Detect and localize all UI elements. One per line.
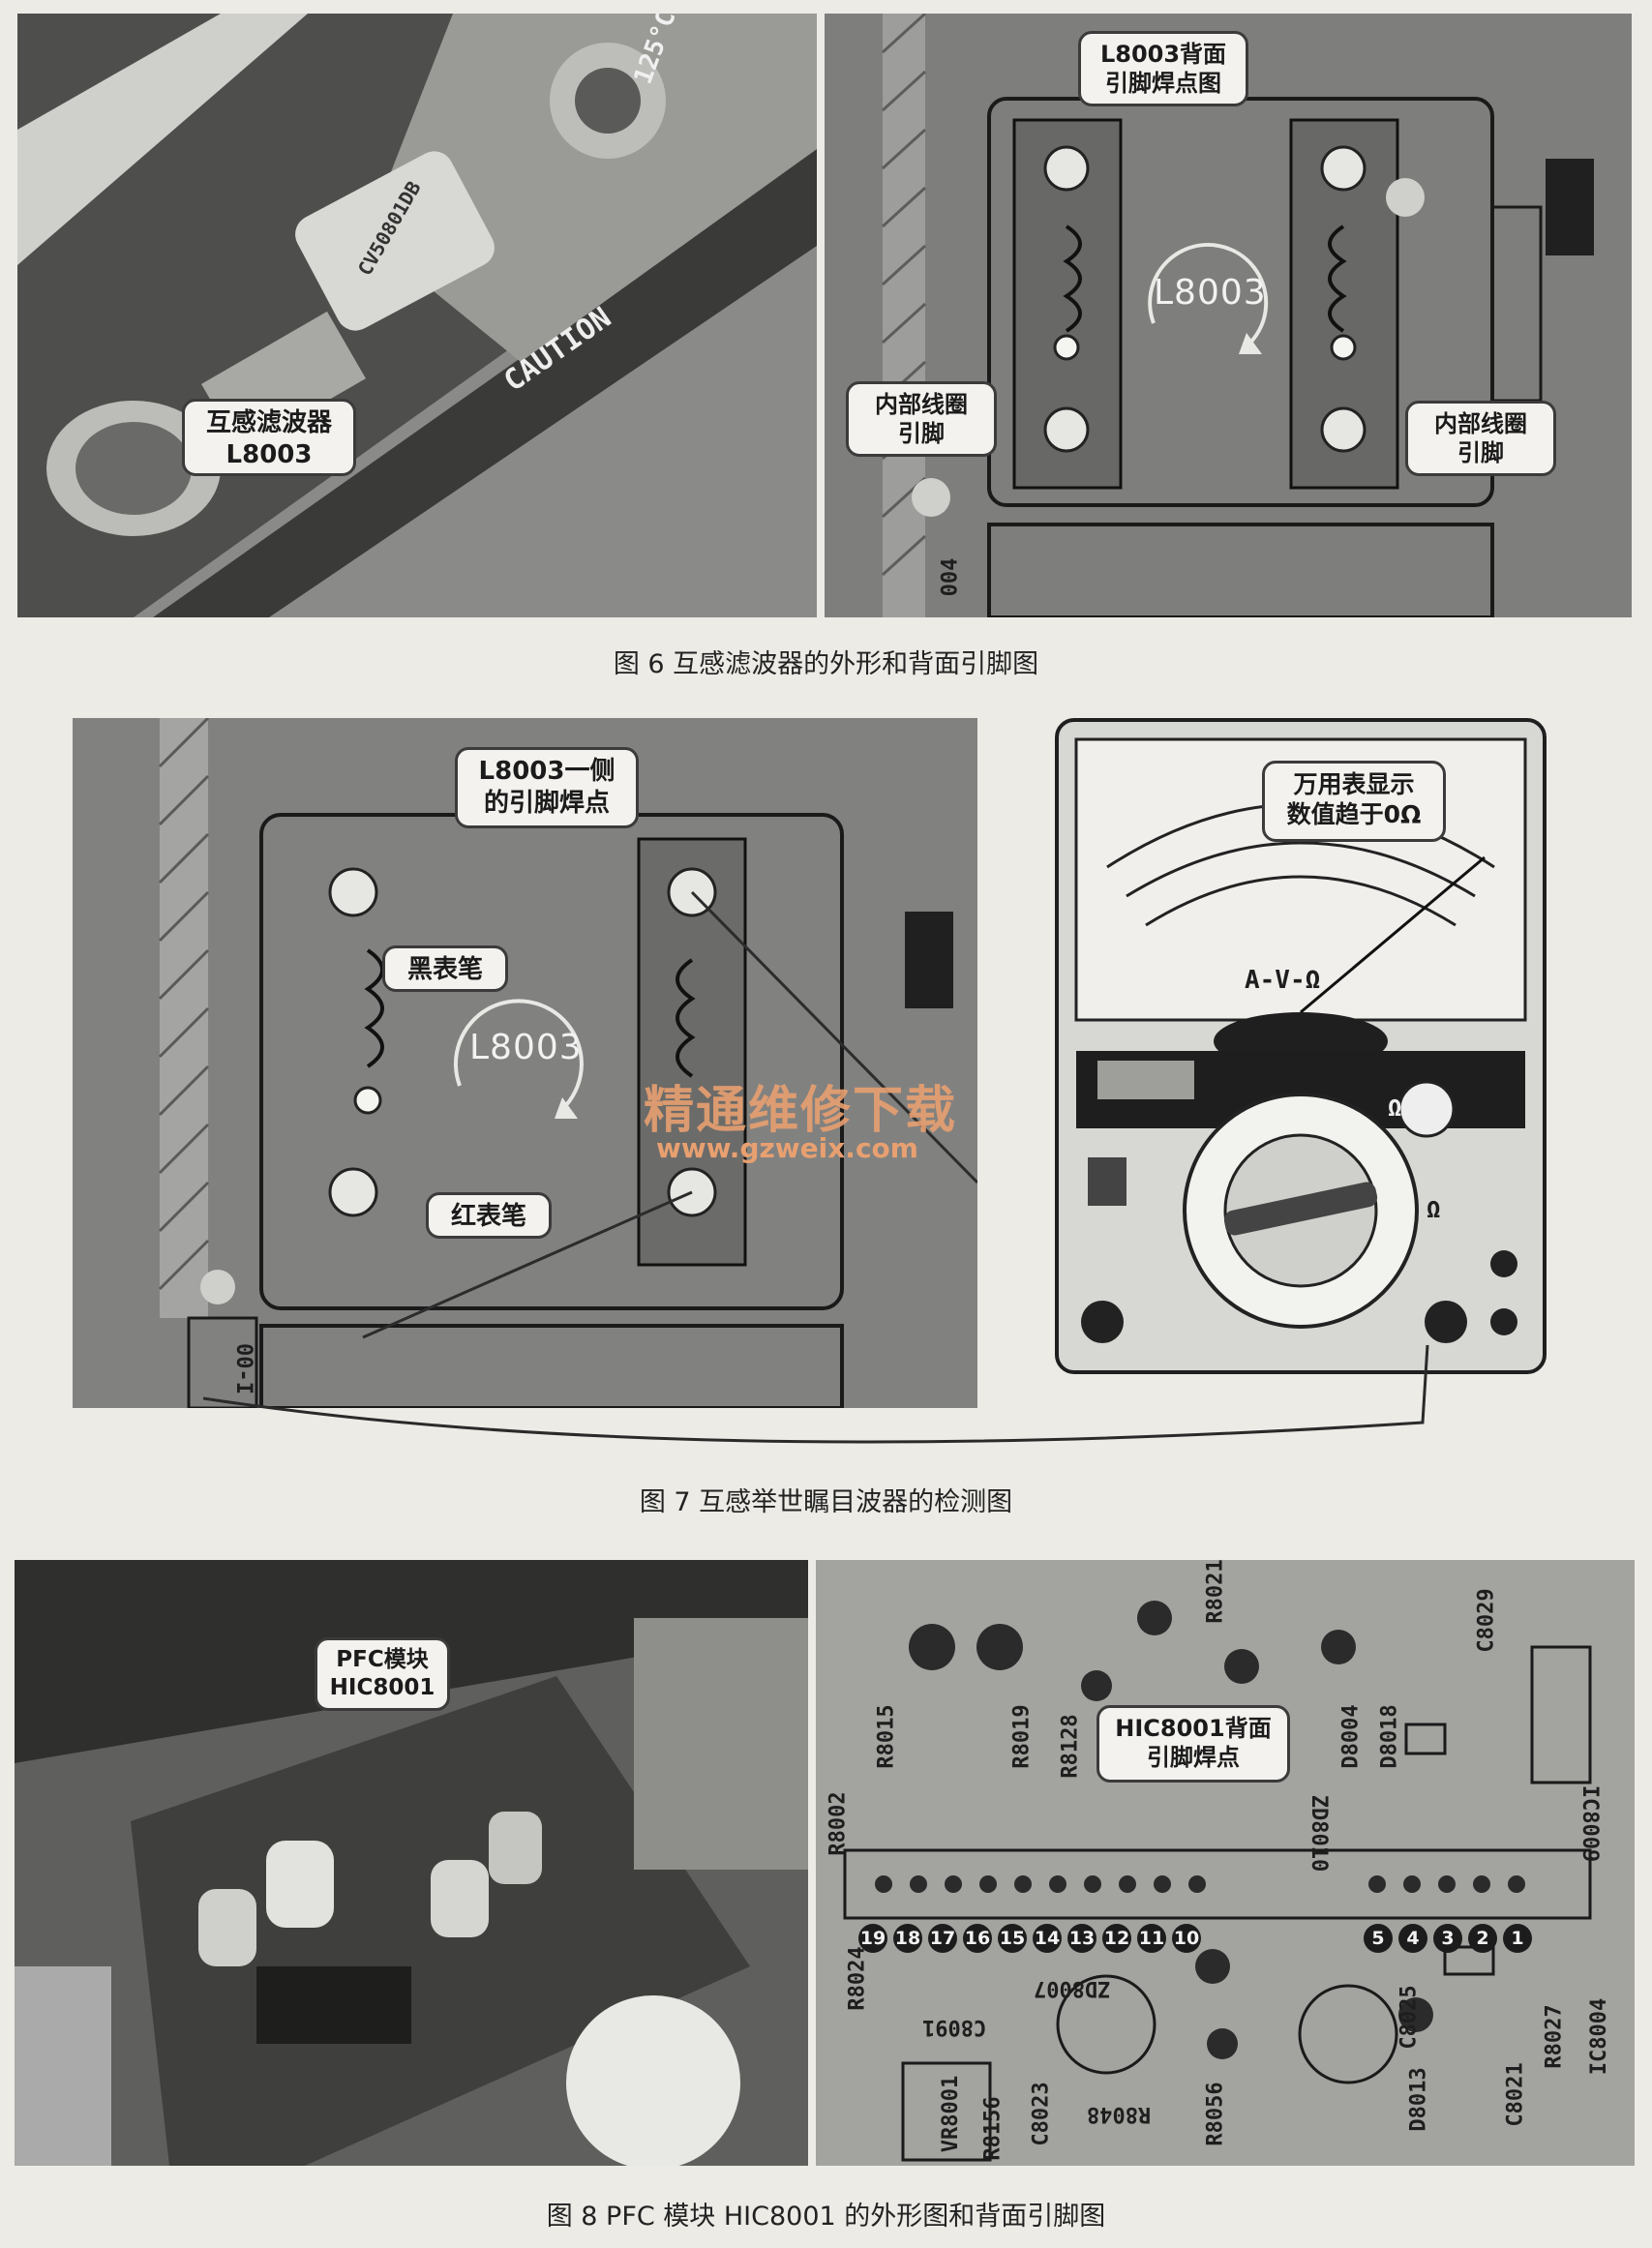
fig8-caption: 图 8 PFC 模块 HIC8001 的外形图和背面引脚图 <box>546 2202 1106 2232</box>
pin-19: 19 <box>858 1924 887 1953</box>
pin-3: 3 <box>1433 1924 1462 1953</box>
pins-5-to-1: 5 4 3 2 1 <box>1364 1924 1532 1953</box>
red-probe-label: 红表笔 <box>426 1192 552 1239</box>
silk-c8021: C8021 <box>1503 2062 1528 2127</box>
silk-ic8009: IC8009 <box>1577 1784 1603 1863</box>
fig6-right-pin-callout: 内部线圈 引脚 <box>1405 401 1556 476</box>
watermark-cn: 精通维修下载 <box>644 1081 958 1140</box>
meter-ohm-knob-label: Ω <box>1388 1094 1402 1122</box>
silk-vr8001: VR8001 <box>939 2075 964 2153</box>
silk-r8002: R8002 <box>826 1791 851 1856</box>
silk-r8048: R8048 <box>1087 2102 1152 2126</box>
black-probe-label: 黑表笔 <box>382 945 508 992</box>
silk-c8023: C8023 <box>1029 2082 1054 2146</box>
fig6-right-photo: L8003 004 L8003背面 引脚焊点图 内部线圈 引脚 内部线圈 引脚 <box>825 14 1632 617</box>
pin-10: 10 <box>1172 1924 1201 1953</box>
fig6-caption: 图 6 互感滤波器的外形和背面引脚图 <box>613 649 1039 679</box>
silk-r8128: R8128 <box>1058 1714 1083 1779</box>
fig8-left-photo: PFC模块 HIC8001 <box>15 1560 808 2166</box>
silk-ic8004: IC8004 <box>1587 1997 1612 2076</box>
pin-14: 14 <box>1033 1924 1062 1953</box>
pin-1: 1 <box>1503 1924 1532 1953</box>
fig7-pcb-drawing <box>73 718 977 1408</box>
meter-dial-ohm-label: Ω <box>1427 1196 1441 1223</box>
silk-r8056: R8056 <box>1203 2082 1228 2146</box>
multimeter: A-V-Ω Ω Ω 万用表显示 数值趋于0Ω <box>1055 718 1547 1374</box>
fig7-pcb-mark: 00-I <box>230 1343 255 1394</box>
silk-r8024: R8024 <box>845 1946 870 2011</box>
fig7-coil-label: L8003 <box>469 1028 583 1067</box>
silk-d8013: D8013 <box>1406 2067 1431 2132</box>
filter-callout: 互感滤波器 L8003 <box>182 399 356 476</box>
pin-15: 15 <box>998 1924 1027 1953</box>
silk-zd8010: ZD8010 <box>1307 1794 1332 1873</box>
watermark-url: www.gzweix.com <box>656 1132 918 1164</box>
pin-12: 12 <box>1102 1924 1131 1953</box>
pin-5: 5 <box>1364 1924 1393 1953</box>
fig7-caption: 图 7 互感举世瞩目波器的检测图 <box>639 1487 1013 1517</box>
pin-11: 11 <box>1137 1924 1166 1953</box>
silk-d8018: D8018 <box>1377 1704 1402 1769</box>
silk-c8025: C8025 <box>1397 1985 1422 2050</box>
fig6-right-drawing <box>825 14 1632 617</box>
fig8-right-photo: 19 18 17 16 15 14 13 12 11 10 5 4 3 2 1 … <box>816 1560 1635 2166</box>
fig6-pcb-mark: 004 <box>938 557 963 597</box>
silk-r8019: R8019 <box>1009 1704 1035 1769</box>
meter-mode-label: A-V-Ω <box>1245 966 1321 995</box>
pin-17: 17 <box>928 1924 957 1953</box>
silk-zd8007: ZD8007 <box>1034 1976 1111 2000</box>
silk-c8091: C8091 <box>922 2015 987 2039</box>
pins-19-to-10: 19 18 17 16 15 14 13 12 11 10 <box>858 1924 1201 1953</box>
silk-r8021: R8021 <box>1203 1560 1228 1624</box>
fig6-top-callout: L8003背面 引脚焊点图 <box>1078 31 1248 106</box>
fig8-left-drawing <box>15 1560 808 2166</box>
silk-r8027: R8027 <box>1542 2004 1567 2069</box>
silk-r8015: R8015 <box>874 1704 899 1769</box>
fig8-pin-callout: HIC8001背面 引脚焊点 <box>1096 1705 1290 1783</box>
pin-4: 4 <box>1398 1924 1427 1953</box>
silk-c8029: C8029 <box>1474 1588 1499 1653</box>
fig6-left-photo: CAUTION CV50801DB 125°C 互感滤波器 L8003 <box>17 14 817 617</box>
fig6-left-pin-callout: 内部线圈 引脚 <box>846 381 997 457</box>
fig7-pin-callout: L8003一侧 的引脚焊点 <box>455 747 639 828</box>
pin-16: 16 <box>963 1924 992 1953</box>
pfc-module-callout: PFC模块 HIC8001 <box>315 1637 450 1711</box>
silk-d8004: D8004 <box>1338 1704 1364 1769</box>
meter-callout: 万用表显示 数值趋于0Ω <box>1262 761 1446 842</box>
fig6-coil-label: L8003 <box>1154 273 1267 313</box>
fig8-right-drawing <box>816 1560 1635 2166</box>
pin-2: 2 <box>1468 1924 1497 1953</box>
pin-18: 18 <box>893 1924 922 1953</box>
silk-r8156: R8156 <box>980 2096 1006 2161</box>
fig7-pcb-photo: L8003 00-I L8003一侧 的引脚焊点 黑表笔 红表笔 <box>73 718 977 1408</box>
fig6-left-drawing <box>17 14 817 617</box>
pin-13: 13 <box>1067 1924 1096 1953</box>
